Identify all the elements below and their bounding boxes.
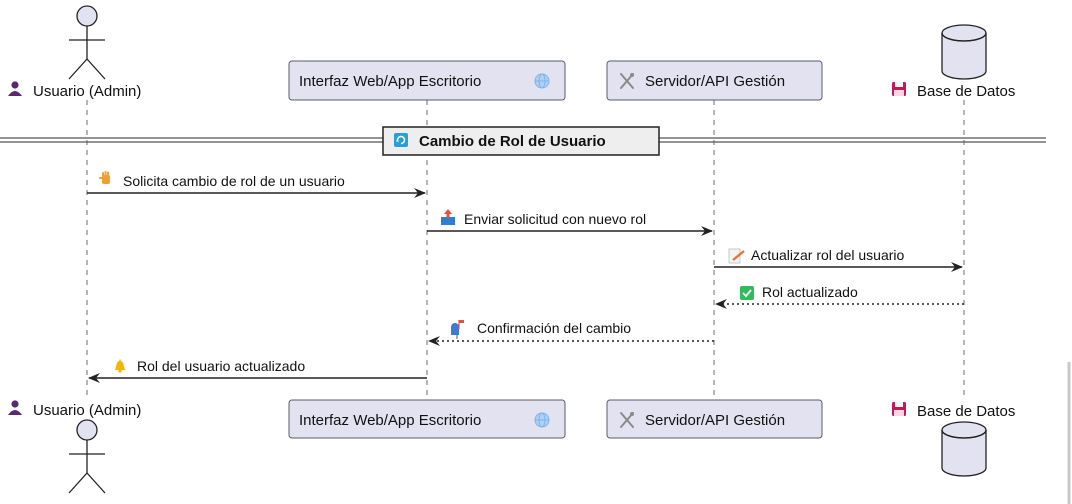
- participant-label-user: Usuario (Admin): [33, 83, 141, 100]
- participant-label-api: Servidor/API Gestión: [645, 73, 785, 90]
- participant-app-top: Interfaz Web/App Escritorio: [288, 60, 566, 101]
- user-icon: [8, 81, 22, 96]
- message-5: Confirmación del cambio: [428, 320, 714, 346]
- participant-api-top: Servidor/API Gestión: [606, 60, 823, 101]
- participant-label-app: Interfaz Web/App Escritorio: [299, 412, 481, 429]
- participant-label-db: Base de Datos: [917, 83, 1015, 100]
- message-6: Rol del usuario actualizado: [88, 358, 427, 383]
- refresh-icon: [394, 133, 408, 147]
- actor-figure: [68, 5, 106, 80]
- database-cylinder: [941, 421, 987, 477]
- hand-icon: [99, 171, 110, 184]
- mailbox-icon: [451, 320, 464, 339]
- globe-icon: [534, 412, 550, 428]
- actor-figure: [68, 419, 106, 494]
- participant-db-bottom: Base de Datos: [892, 402, 1015, 477]
- participant-label-api: Servidor/API Gestión: [645, 412, 785, 429]
- database-cylinder: [941, 24, 987, 80]
- floppy-icon: [892, 82, 906, 96]
- check-icon: [740, 286, 754, 300]
- tools-icon: [620, 73, 634, 89]
- section-divider: Cambio de Rol de Usuario: [0, 126, 1046, 156]
- user-icon: [8, 400, 22, 415]
- bell-icon: [115, 359, 125, 373]
- message-1: Solicita cambio de rol de un usuario: [87, 171, 426, 198]
- tools-icon: [620, 412, 634, 428]
- message-label: Actualizar rol del usuario: [751, 247, 905, 263]
- message-label: Confirmación del cambio: [477, 320, 631, 336]
- section-title: Cambio de Rol de Usuario: [419, 133, 606, 150]
- participant-api-bottom: Servidor/API Gestión: [606, 399, 823, 439]
- participant-user-bottom: Usuario (Admin): [8, 400, 141, 494]
- globe-icon: [534, 73, 550, 89]
- message-2: Enviar solicitud con nuevo rol: [427, 209, 713, 236]
- message-4: Rol actualizado: [715, 284, 964, 309]
- floppy-icon: [892, 402, 906, 416]
- message-label: Solicita cambio de rol de un usuario: [123, 173, 345, 189]
- participant-label-app: Interfaz Web/App Escritorio: [299, 73, 481, 90]
- memo-icon: [728, 248, 745, 264]
- participant-label-db: Base de Datos: [917, 403, 1015, 420]
- participant-db-top: Base de Datos: [892, 24, 1015, 100]
- message-label: Rol actualizado: [762, 284, 858, 300]
- participant-label-user: Usuario (Admin): [33, 402, 141, 419]
- participant-app-bottom: Interfaz Web/App Escritorio: [288, 399, 566, 439]
- message-label: Enviar solicitud con nuevo rol: [464, 211, 646, 227]
- message-label: Rol del usuario actualizado: [137, 358, 305, 374]
- message-3: Actualizar rol del usuario: [714, 247, 963, 272]
- outbox-icon: [441, 209, 455, 225]
- participant-user-top: Usuario (Admin): [8, 5, 141, 100]
